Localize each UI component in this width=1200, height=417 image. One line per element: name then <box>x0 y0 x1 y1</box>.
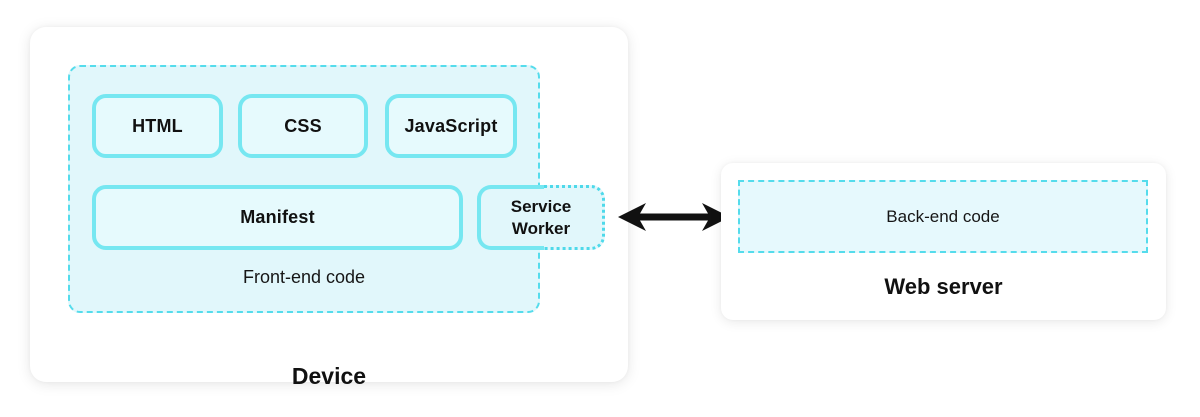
web-server-title: Web server <box>884 274 1003 299</box>
css-box: CSS <box>238 94 368 158</box>
device-title: Device <box>291 363 367 389</box>
double-headed-arrow-icon <box>618 203 730 231</box>
service-worker-box-label: Service Worker <box>510 197 572 238</box>
javascript-box: JavaScript <box>385 94 517 158</box>
javascript-box-label: JavaScript <box>404 115 498 136</box>
service-worker-dotted-border <box>543 185 605 250</box>
backend-code-box: Back-end code <box>738 180 1148 253</box>
service-worker-box: Service Worker <box>477 185 605 250</box>
device-card: HTML CSS JavaScript Manifest Service Wor… <box>30 27 628 389</box>
service-worker-solid-border <box>477 185 544 250</box>
frontend-code-label: Front-end code <box>242 267 366 287</box>
manifest-box-label: Manifest <box>240 207 315 227</box>
html-box-label: HTML <box>132 115 183 136</box>
css-box-label: CSS <box>284 115 322 136</box>
backend-code-label: Back-end code <box>886 206 1000 226</box>
manifest-box: Manifest <box>92 185 463 250</box>
web-server-card: Back-end code Web server <box>721 163 1166 320</box>
html-box: HTML <box>92 94 223 158</box>
